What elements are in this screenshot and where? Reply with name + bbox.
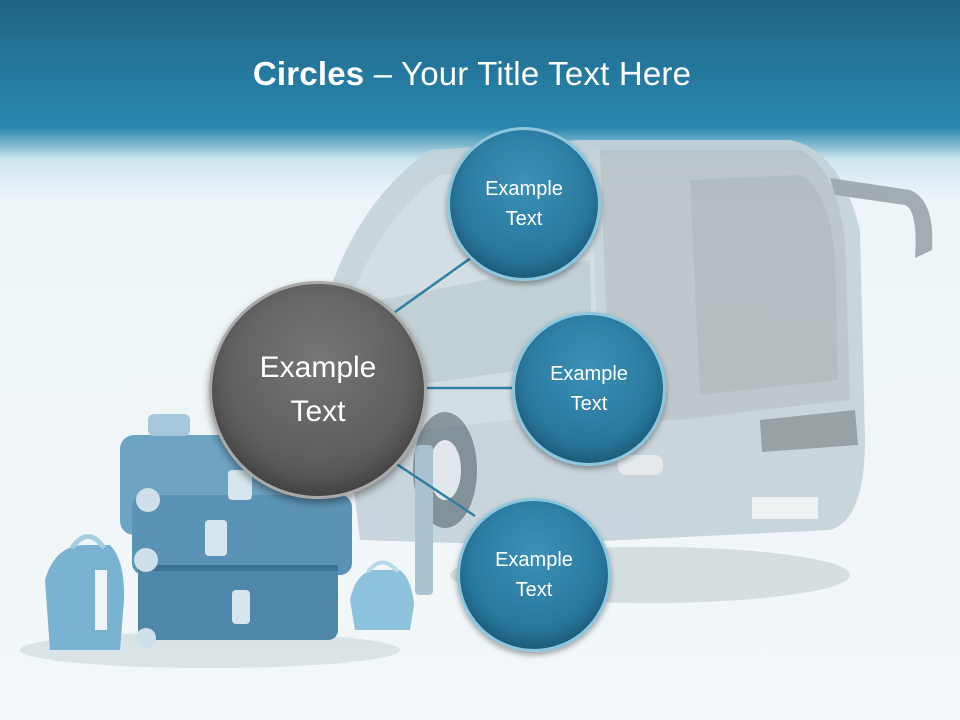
satellite-circle-middle[interactable]: Example Text (512, 312, 666, 466)
satellite-circle-label: Example Text (550, 363, 628, 415)
connectors (394, 253, 515, 518)
connector-bottom (394, 461, 476, 518)
satellite-circle-top[interactable]: Example Text (447, 127, 601, 281)
title-bold: Circles (252, 55, 365, 92)
title-rest: – Your Title Text Here (364, 55, 692, 92)
center-circle[interactable]: Example Text (209, 281, 427, 499)
satellite-circle-label: Example Text (495, 549, 573, 601)
connector-top (394, 253, 476, 314)
satellite-circle-bottom[interactable]: Example Text (457, 498, 611, 652)
center-circle-label: Example Text (259, 351, 377, 428)
satellite-circle-label: Example Text (485, 178, 563, 230)
slide-title: Circles – Your Title Text Here (0, 54, 944, 94)
